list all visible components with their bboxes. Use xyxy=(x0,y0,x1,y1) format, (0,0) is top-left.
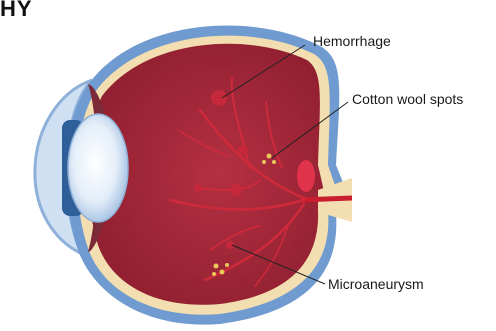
label-hemorrhage: Hemorrhage xyxy=(313,33,391,49)
exudate-dot xyxy=(212,272,216,276)
exudate-dot xyxy=(267,154,272,159)
hemorrhage-spot xyxy=(211,90,227,106)
exudate-dot xyxy=(272,160,276,164)
hemorrhage-spot xyxy=(238,145,248,155)
exudate-dot xyxy=(225,263,229,267)
label-cotton-wool-spots: Cotton wool spots xyxy=(352,91,463,107)
hemorrhage-spot xyxy=(194,184,202,192)
exudate-dot xyxy=(220,270,225,275)
label-microaneurysm: Microaneurysm xyxy=(328,276,424,292)
optic-nerve-vessel xyxy=(300,198,352,200)
lens xyxy=(68,114,128,222)
optic-disc xyxy=(297,160,315,192)
exudate-dot xyxy=(262,160,266,164)
hemorrhage-spot xyxy=(230,184,242,196)
exudate-dot xyxy=(214,264,219,269)
